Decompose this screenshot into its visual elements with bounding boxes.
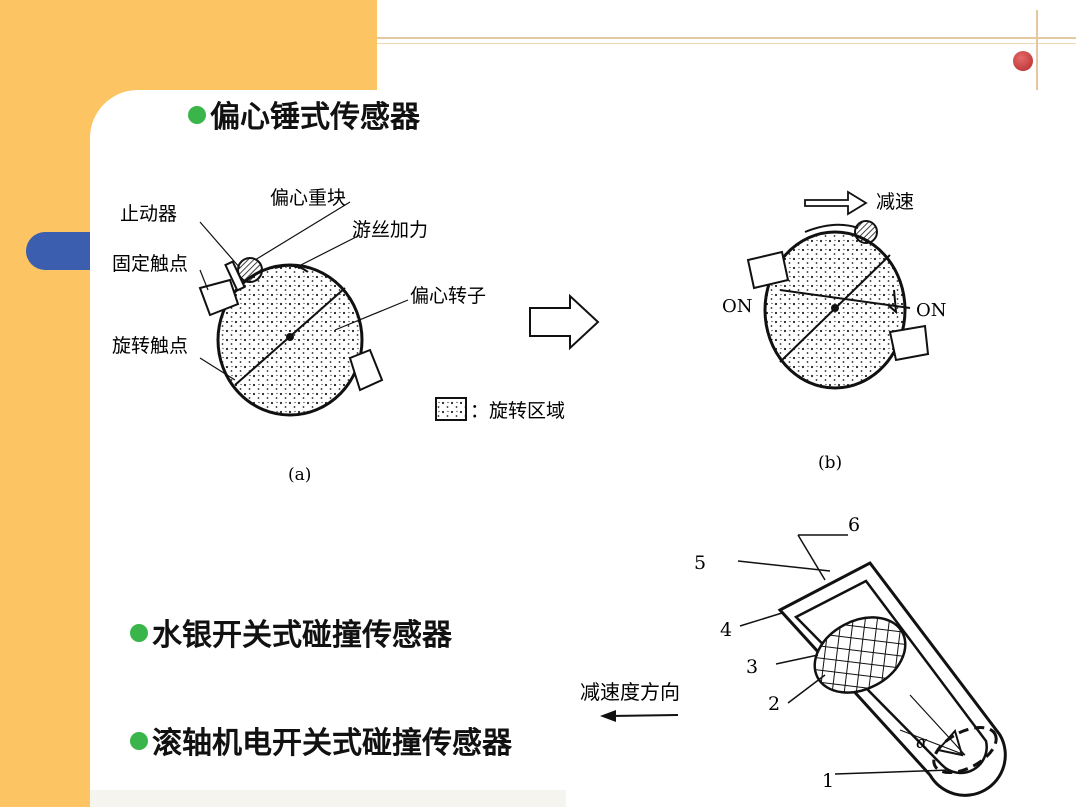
label-rotor: 偏心转子 xyxy=(410,285,486,307)
fixed-contact-b-icon xyxy=(746,250,790,290)
figure-b: 减速 ON ON (b) xyxy=(722,190,947,473)
heading-eccentric-sensor: 偏心锤式传感器 xyxy=(188,92,420,136)
heading-mercury-switch: 水银开关式碰撞传感器 xyxy=(130,610,452,654)
label-part-3: 3 xyxy=(746,656,758,678)
tube-outer xyxy=(777,561,1007,797)
stopper-icon xyxy=(224,260,246,292)
legend-swatch xyxy=(435,397,467,421)
label-weight: 偏心重块 xyxy=(270,187,346,209)
label-alpha: α xyxy=(916,733,928,753)
label-part-4: 4 xyxy=(720,619,732,641)
caption-b: (b) xyxy=(818,453,842,473)
mercury-drop-icon xyxy=(932,725,998,775)
decorative-blue-tab xyxy=(26,232,94,270)
eccentric-sensor-figure: 止动器 偏心重块 游丝加力 固定触点 偏心转子 旋转触点 ：旋转区域 (a) 减… xyxy=(112,187,947,485)
mercury-switch-figure: α 1 2 3 4 5 6 减速度方向 xyxy=(580,514,1007,797)
mesh-electrode-icon xyxy=(813,616,907,694)
bullet-icon xyxy=(188,106,206,124)
transition-arrow-icon xyxy=(529,293,600,351)
label-fixed-contact: 固定触点 xyxy=(112,253,188,275)
bullet-icon xyxy=(130,624,148,642)
eccentric-weight-b-icon xyxy=(854,220,878,244)
label-stopper: 止动器 xyxy=(120,203,177,225)
label-part-5: 5 xyxy=(694,552,706,574)
content-panel xyxy=(90,90,1076,807)
decel-arrow-icon xyxy=(804,190,868,216)
heading-mercury-text: 水银开关式碰撞传感器 xyxy=(152,618,452,653)
label-decel-direction: 减速度方向 xyxy=(580,680,680,704)
label-on-left: ON xyxy=(722,296,753,317)
label-spring: 游丝加力 xyxy=(352,219,428,241)
figure-a: 止动器 偏心重块 游丝加力 固定触点 偏心转子 旋转触点 ：旋转区域 (a) xyxy=(112,187,600,485)
rotating-contact-b-icon xyxy=(888,324,930,362)
tube-inner xyxy=(793,579,988,775)
label-part-1: 1 xyxy=(822,770,834,792)
legend-text: ：旋转区域 xyxy=(470,400,565,422)
top-divider-line xyxy=(377,37,1076,39)
label-on-right: ON xyxy=(916,300,947,321)
top-divider-line-thin xyxy=(377,43,1076,44)
decorative-red-dot xyxy=(1013,51,1033,71)
fixed-contact-icon xyxy=(198,278,240,317)
heading-roller-switch: 滚轴机电开关式碰撞传感器 xyxy=(130,718,512,762)
direction-arrow-icon xyxy=(600,710,616,722)
label-decel: 减速 xyxy=(876,191,914,213)
eccentric-weight-icon xyxy=(237,257,263,283)
rotating-contact-icon xyxy=(348,348,384,392)
bullet-icon xyxy=(130,732,148,750)
caption-a: (a) xyxy=(288,465,311,485)
label-rotating-contact: 旋转触点 xyxy=(112,335,188,357)
bottom-strip xyxy=(90,790,566,807)
heading-eccentric-text: 偏心锤式传感器 xyxy=(210,100,420,135)
heading-roller-text: 滚轴机电开关式碰撞传感器 xyxy=(152,726,512,761)
label-part-6: 6 xyxy=(848,514,860,536)
label-part-2: 2 xyxy=(768,693,780,715)
